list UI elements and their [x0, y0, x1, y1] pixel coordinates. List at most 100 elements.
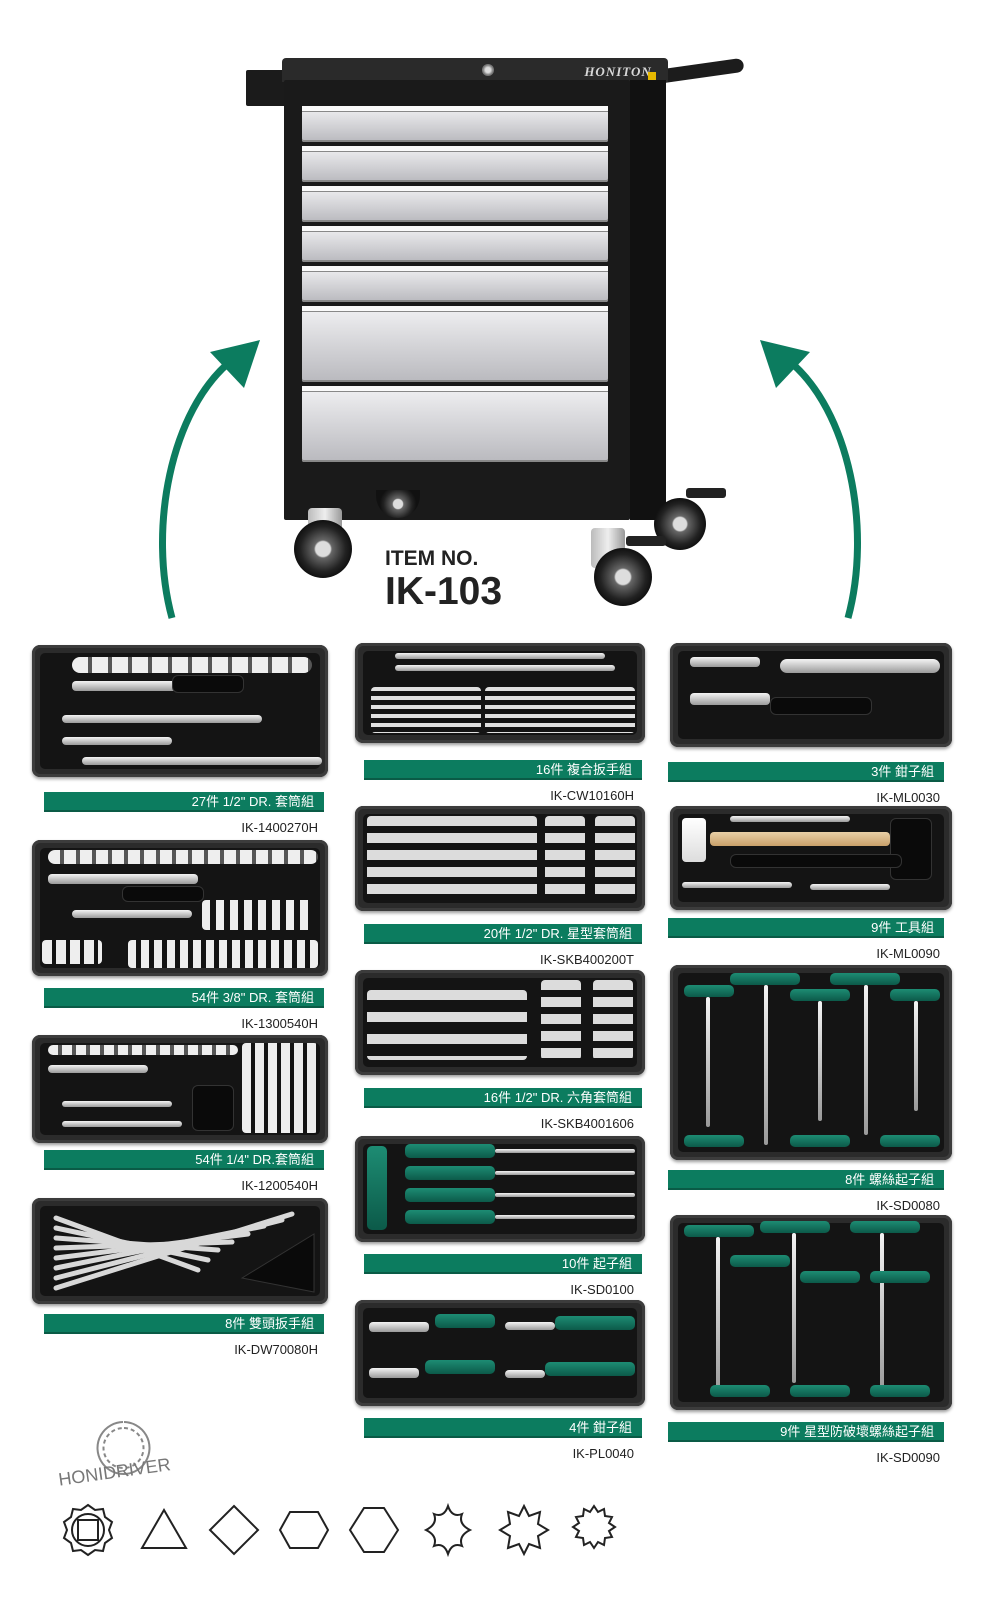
- caster-wheel: [294, 520, 352, 578]
- plier-handle: [545, 1362, 635, 1376]
- tool-tray-4: [32, 1198, 328, 1304]
- item-number-label: ITEM NO.: [385, 547, 479, 570]
- stubby-screwdriver: [367, 1146, 387, 1230]
- tray-foam: [678, 973, 944, 1152]
- plier-handle: [555, 1316, 635, 1330]
- tool-tray-1: [32, 645, 328, 777]
- tray-label: 27件 1/2" DR. 套筒組: [44, 792, 324, 812]
- t-handle: [684, 1225, 754, 1237]
- triangle-icon: [140, 1508, 188, 1549]
- cabinet-side: [630, 80, 666, 520]
- socket-row: [72, 657, 312, 673]
- tray-code: IK-DW70080H: [234, 1342, 318, 1357]
- brand-logo: HONITON.: [584, 64, 656, 79]
- tool-tray-6: [355, 806, 645, 911]
- screwdriver-handle: [405, 1210, 495, 1224]
- tool-tray-3: [32, 1035, 328, 1143]
- screwdriver-handle: [405, 1144, 495, 1158]
- tray-label: 10件 起子組: [364, 1254, 642, 1274]
- ratchet: [48, 874, 198, 884]
- drawer: [302, 386, 608, 462]
- punch: [682, 882, 792, 888]
- cabinet-body: [284, 80, 630, 520]
- mallet-head: [682, 818, 706, 862]
- tray-code: IK-SKB4001606: [540, 1116, 634, 1131]
- t-handle: [870, 1385, 930, 1397]
- tool-tray-9: [355, 1300, 645, 1406]
- t-handle-shaft: [792, 1233, 796, 1383]
- drawer: [302, 266, 608, 302]
- drawer: [302, 106, 608, 142]
- ratchet-grip: [172, 675, 244, 693]
- tray-code: IK-ML0090: [876, 946, 940, 961]
- t-handle: [760, 1221, 830, 1233]
- chisel: [730, 816, 850, 822]
- tray-label: 20件 1/2" DR. 星型套筒組: [364, 924, 642, 944]
- t-handle-shaft: [818, 1001, 822, 1121]
- wrench: [395, 665, 615, 671]
- screwdriver-shaft: [495, 1193, 635, 1197]
- wrench: [395, 653, 605, 659]
- screwdriver-shaft: [495, 1215, 635, 1219]
- torx-icon: [423, 1502, 473, 1558]
- wrench-grip: [770, 697, 872, 715]
- hexagon-icon: [348, 1507, 400, 1553]
- tool-tray-2: [32, 840, 328, 976]
- breaker-bar: [82, 757, 322, 765]
- drawer: [302, 146, 608, 182]
- t-handle: [790, 1135, 850, 1147]
- tray-label: 3件 鉗子組: [668, 762, 944, 782]
- tool-tray-5: [355, 643, 645, 743]
- extension-bar: [72, 910, 192, 918]
- tray-code: IK-SD0090: [876, 1450, 940, 1465]
- t-handle: [800, 1271, 860, 1283]
- extension-bar: [62, 1101, 172, 1107]
- extension-bar: [62, 715, 262, 723]
- tool-tray-12: [670, 965, 952, 1160]
- bit-row: [202, 900, 312, 930]
- wrench-set: [53, 1211, 315, 1293]
- ratchet-grip: [122, 886, 204, 902]
- drawer: [302, 226, 608, 262]
- tool-tray-8: [355, 1136, 645, 1242]
- locking-plier: [780, 659, 940, 673]
- t-handle: [684, 1135, 744, 1147]
- tray-label: 54件 1/4" DR.套筒組: [44, 1150, 324, 1170]
- socket-row: [48, 1045, 238, 1055]
- pry-bar: [730, 854, 902, 868]
- caster-wheel: [594, 548, 652, 606]
- honidriver-logo: HONIDRIVER: [57, 1421, 172, 1490]
- logo-text: HONIDRIVER: [57, 1454, 172, 1490]
- bit-socket-row: [595, 816, 635, 900]
- t-handle: [790, 1385, 850, 1397]
- screwdriver-shaft: [495, 1171, 635, 1175]
- brake-pedal: [626, 536, 666, 546]
- socket-row: [48, 850, 318, 864]
- t-handle-shaft: [864, 985, 868, 1135]
- deep-socket-row: [242, 1043, 318, 1133]
- ratchet: [48, 1065, 148, 1073]
- socket-row: [42, 940, 102, 964]
- t-handle: [870, 1271, 930, 1283]
- bit-socket-row: [545, 816, 585, 900]
- t-handle: [684, 985, 734, 997]
- tool-tray-7: [355, 970, 645, 1075]
- t-handle: [830, 973, 900, 985]
- tray-code: IK-SD0100: [570, 1282, 634, 1297]
- screwdriver-handle: [405, 1166, 495, 1180]
- hammer-handle: [710, 832, 890, 846]
- plier-handle: [435, 1314, 495, 1328]
- tray-code: IK-1300540H: [241, 1016, 318, 1031]
- arrow-right-icon: [760, 340, 861, 619]
- punch: [810, 884, 890, 890]
- t-handle: [850, 1221, 920, 1233]
- tool-tray-13: [670, 1215, 952, 1410]
- t-handle: [710, 1385, 770, 1397]
- tray-label: 16件 1/2" DR. 六角套筒組: [364, 1088, 642, 1108]
- tray-code: IK-ML0030: [876, 790, 940, 805]
- screwdriver-handle: [405, 1188, 495, 1202]
- tray-label: 54件 3/8" DR. 套筒組: [44, 988, 324, 1008]
- t-handle-shaft: [764, 985, 768, 1145]
- tray-code: IK-1400270H: [241, 820, 318, 835]
- tray-code: IK-1200540H: [241, 1178, 318, 1193]
